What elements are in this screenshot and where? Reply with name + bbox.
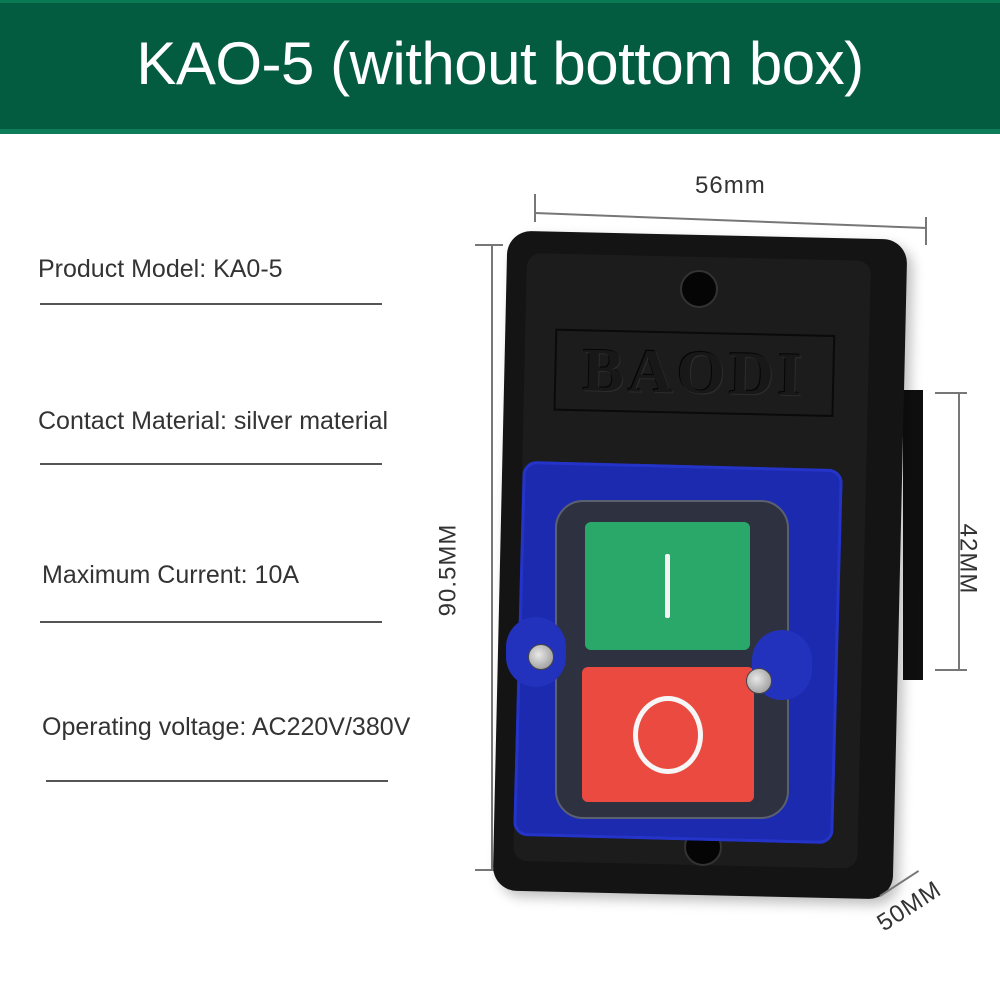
left-screw-icon — [528, 644, 554, 670]
right-screw-icon — [746, 668, 772, 694]
dimension-width-label: 56mm — [695, 172, 766, 199]
brand-logo: BAODI — [553, 328, 836, 417]
dimension-tick — [925, 217, 927, 245]
spec-operating-voltage: Operating voltage: AC220V/380V — [42, 713, 411, 741]
spec-product-model: Product Model: KA0-5 — [38, 255, 283, 283]
divider — [46, 780, 388, 782]
divider — [40, 463, 382, 465]
mounting-rail — [903, 390, 923, 680]
start-button[interactable] — [585, 522, 750, 650]
dimension-height-line — [491, 245, 493, 870]
dimension-side-label: 42MM — [954, 523, 982, 595]
dimension-height-label: 90.5MM — [434, 523, 462, 617]
title-banner: KAO-5 (without bottom box) — [0, 0, 1000, 134]
dimension-width-line — [534, 212, 927, 230]
divider — [40, 303, 382, 305]
dimension-side-line — [958, 393, 960, 670]
top-screw-hole — [680, 270, 718, 308]
dimension-tick — [935, 669, 967, 671]
dimension-tick — [475, 244, 503, 246]
divider — [40, 621, 382, 623]
stop-button[interactable] — [582, 667, 754, 802]
dimension-tick — [534, 194, 536, 222]
dimension-tick — [475, 869, 503, 871]
on-symbol-icon — [665, 554, 670, 618]
spec-maximum-current: Maximum Current: 10A — [42, 561, 300, 589]
spec-contact-material: Contact Material: silver material — [38, 407, 389, 435]
dimension-tick — [935, 392, 967, 394]
off-symbol-icon — [633, 695, 703, 774]
page-title: KAO-5 (without bottom box) — [136, 29, 864, 97]
